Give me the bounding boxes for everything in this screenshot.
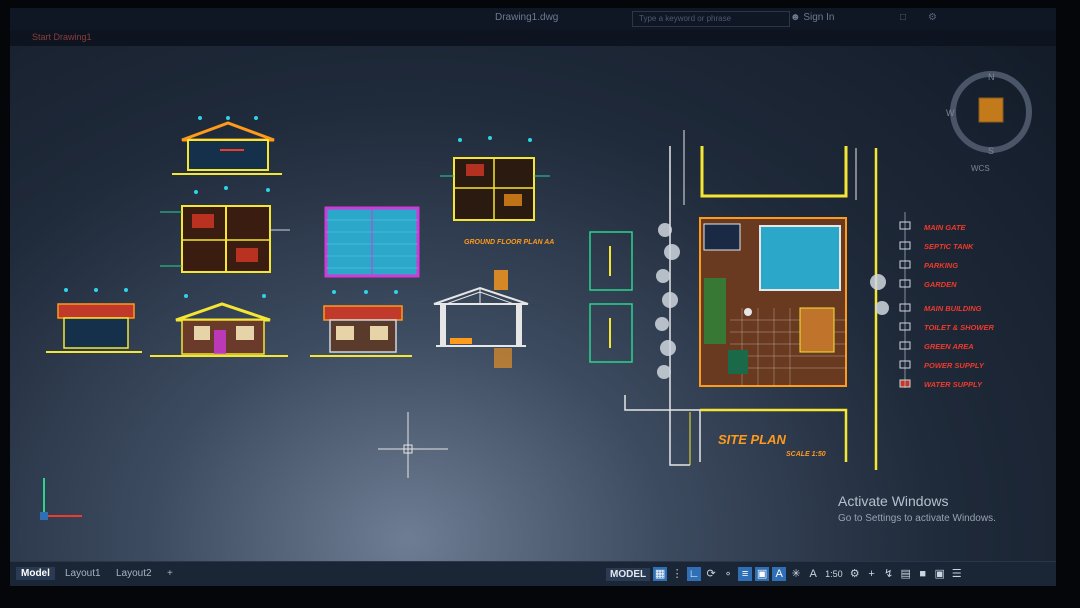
gear-icon[interactable]: ⚙ bbox=[849, 568, 860, 580]
drawing-canvas[interactable]: GROUND FLOOR PLAN AA bbox=[10, 8, 1056, 563]
autoscale-icon[interactable]: ✳ bbox=[791, 568, 801, 580]
legend-item: PARKING bbox=[924, 261, 958, 270]
sign-in-label: Sign In bbox=[803, 12, 835, 23]
units-icon[interactable]: ↯ bbox=[884, 568, 894, 580]
legend-item: SEPTIC TANK bbox=[924, 242, 974, 251]
watermark-subtitle: Go to Settings to activate Windows. bbox=[838, 513, 996, 524]
polar-icon[interactable]: ⟳ bbox=[706, 568, 716, 580]
activate-windows-watermark: Activate Windows Go to Settings to activ… bbox=[838, 493, 996, 524]
crosshair-cursor bbox=[378, 412, 448, 478]
site-plan-scale: SCALE 1:50 bbox=[786, 451, 826, 458]
transparency-icon[interactable]: ▣ bbox=[755, 567, 770, 581]
legend-item: WATER SUPPLY bbox=[924, 380, 983, 389]
gear-icon[interactable]: ⚙ bbox=[928, 12, 937, 23]
side-elevation-1 bbox=[46, 288, 142, 353]
status-tools: MODEL ▦ ⋮ ∟ ⟳ ∘ ≡ ▣ A ✳ A 1:50 ⚙ + ↯ ▤ ■… bbox=[606, 565, 964, 583]
annotation-visibility-icon[interactable]: A bbox=[772, 567, 787, 581]
user-icon: ☻ bbox=[790, 12, 801, 23]
fullscreen-icon[interactable]: ▣ bbox=[934, 568, 945, 580]
legend-item: MAIN GATE bbox=[924, 223, 967, 232]
status-bar: Model Layout1 Layout2 + MODEL ▦ ⋮ ∟ ⟳ ∘ … bbox=[10, 561, 1056, 586]
legend-item: POWER SUPPLY bbox=[924, 361, 985, 370]
legend-item: MAIN BUILDING bbox=[924, 304, 982, 313]
site-plan bbox=[624, 130, 889, 470]
ground-floor-plan bbox=[440, 136, 550, 221]
legend-item: GREEN AREA bbox=[924, 342, 974, 351]
ucs-icon bbox=[40, 478, 82, 520]
search-input[interactable]: Type a keyword or phrase bbox=[632, 11, 790, 27]
menu-icon[interactable]: ☰ bbox=[951, 568, 962, 580]
section-truss bbox=[433, 270, 529, 368]
annotation-scale-icon[interactable]: A bbox=[809, 568, 817, 580]
sign-in-button[interactable]: ☻ Sign In bbox=[790, 12, 834, 23]
ortho-icon[interactable]: ∟ bbox=[687, 567, 702, 581]
side-elevation-2 bbox=[150, 294, 288, 357]
side-elevation-3 bbox=[310, 290, 412, 357]
grid-icon[interactable]: ▦ bbox=[653, 567, 668, 581]
tab-layout2[interactable]: Layout2 bbox=[116, 568, 152, 579]
ground-floor-label: GROUND FLOOR PLAN AA bbox=[464, 239, 554, 246]
wcs-menu[interactable]: WCS bbox=[971, 164, 990, 173]
plus-icon[interactable]: + bbox=[868, 568, 875, 580]
legend-item: TOILET & SHOWER bbox=[924, 323, 994, 332]
pool-detail bbox=[324, 206, 420, 278]
site-plan-title: SITE PLAN bbox=[718, 432, 787, 447]
document-title: Drawing1.dwg bbox=[495, 12, 559, 23]
annotation-scale[interactable]: 1:50 bbox=[825, 569, 843, 579]
site-legend: MAIN GATE SEPTIC TANK PARKING GARDEN MAI… bbox=[899, 212, 994, 389]
compass-north: N bbox=[988, 72, 995, 82]
front-elevation bbox=[172, 116, 282, 175]
tab-layout1[interactable]: Layout1 bbox=[65, 568, 101, 579]
quick-properties-icon[interactable]: ▤ bbox=[900, 568, 911, 580]
add-layout-button[interactable]: + bbox=[167, 568, 173, 579]
isolate-objects-icon[interactable]: ■ bbox=[919, 568, 926, 580]
legend-item: GARDEN bbox=[924, 280, 957, 289]
compass-west: W bbox=[946, 108, 955, 118]
tab-model[interactable]: Model bbox=[16, 567, 55, 580]
floor-plan-small bbox=[160, 186, 290, 273]
snap-icon[interactable]: ⋮ bbox=[671, 568, 683, 580]
compass-south: S bbox=[988, 146, 994, 156]
viewcube[interactable]: N W S WCS bbox=[945, 66, 1037, 173]
osnap-icon[interactable]: ∘ bbox=[724, 568, 732, 580]
autocad-window: Drawing1.dwg Type a keyword or phrase ☻ … bbox=[10, 8, 1056, 586]
exchange-icon[interactable]: □ bbox=[900, 12, 907, 23]
file-tabs: Start Drawing1 bbox=[10, 30, 1056, 46]
lineweight-icon[interactable]: ≡ bbox=[738, 567, 753, 581]
title-bar: Drawing1.dwg Type a keyword or phrase ☻ … bbox=[10, 8, 1056, 30]
watermark-title: Activate Windows bbox=[838, 493, 949, 509]
parking-slots bbox=[589, 231, 633, 363]
file-tab[interactable]: Start Drawing1 bbox=[32, 32, 92, 42]
model-space-toggle[interactable]: MODEL bbox=[606, 567, 651, 581]
